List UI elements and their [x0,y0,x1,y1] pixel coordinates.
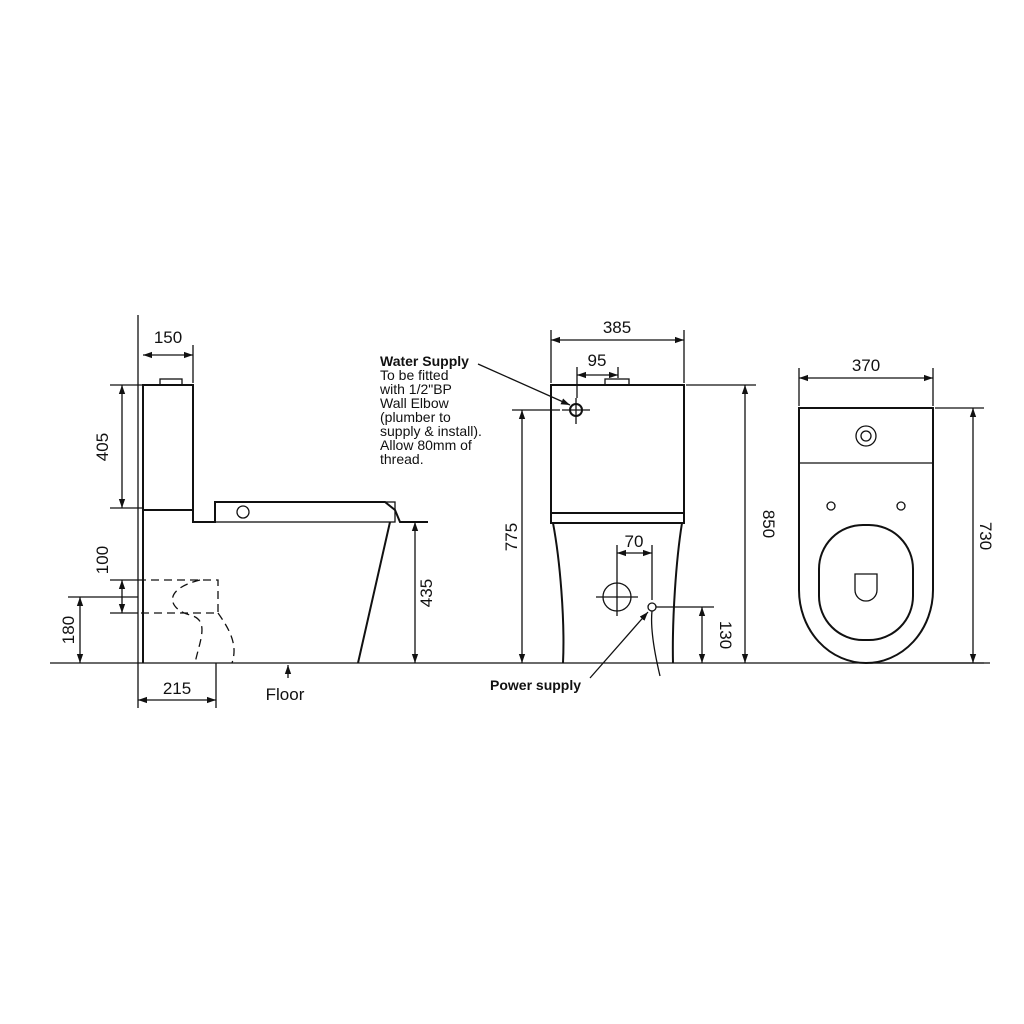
side-flush-button [159,378,183,386]
power-supply-symbol [647,602,657,612]
front-seat-band [550,512,685,524]
top-flush-button-inner [860,430,872,442]
front-pedestal [552,522,683,664]
dim-overall-width: 385 [603,318,631,337]
power-supply-label: Power supply [490,677,581,693]
top-outline [798,407,934,664]
water-supply-note-line: Wall Elbow [380,395,450,411]
dim-water-height: 775 [502,523,521,551]
side-view: 150 405 100 180 215 435 Floor [59,315,436,708]
dim-cistern-depth: 150 [154,328,182,347]
power-cable [650,610,661,677]
dim-seat-height: 435 [417,579,436,607]
top-bowl [818,524,914,641]
side-outlet-hidden [138,579,235,664]
dim-top-depth: 730 [976,522,995,550]
front-flush-button [604,378,630,386]
water-supply-note-line: To be fitted [380,367,449,383]
side-seat-button [236,505,250,519]
water-supply-title: Water Supply [380,353,469,369]
side-body [142,501,428,664]
dim-water-offset: 95 [588,351,607,370]
dim-cistern-height: 405 [93,433,112,461]
side-cistern [142,384,194,511]
water-supply-note-line: thread. [380,451,424,467]
dim-power-height: 130 [716,621,735,649]
top-seat-hinge-right [896,501,906,511]
front-view: 385 95 775 70 130 850 Water Supply To be… [379,318,778,693]
water-supply-note-line: with 1/2"BP [379,381,452,397]
front-cistern [550,384,685,514]
top-drain [854,573,878,602]
top-flush-button [855,425,877,447]
water-supply-note-line: supply & install). [380,423,482,439]
dim-outlet-to-floor: 180 [59,616,78,644]
floor-label: Floor [266,685,305,704]
dim-outlet-setout: 215 [163,679,191,698]
side-seat [214,501,396,523]
dim-outlet-height: 100 [93,546,112,574]
dim-top-width: 370 [852,356,880,375]
top-view: 370 730 [798,356,995,664]
dim-power-offset: 70 [625,532,644,551]
dim-overall-height: 850 [759,510,778,538]
top-seat-hinge-left [826,501,836,511]
water-supply-note-line: Allow 80mm of [380,437,472,453]
water-supply-note-line: (plumber to [380,409,451,425]
